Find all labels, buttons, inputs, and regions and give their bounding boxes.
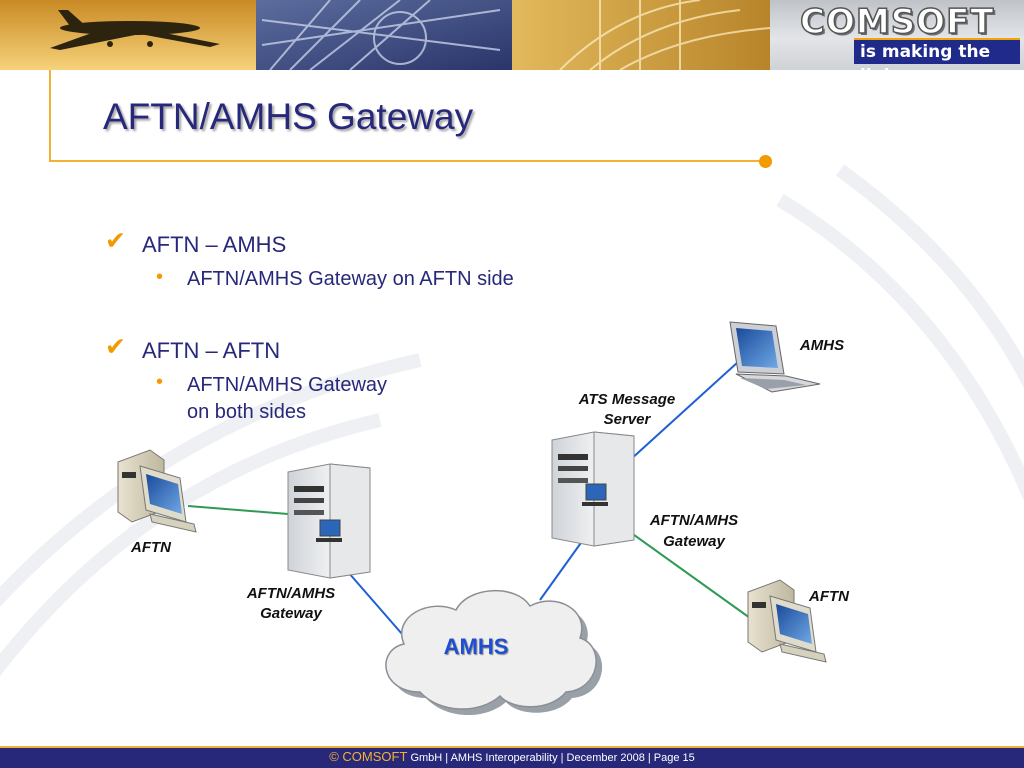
checkmark-icon: ✔ — [105, 227, 126, 255]
brand-tagline: is making the link — [854, 40, 1020, 70]
gateway-cabinet-right-icon — [551, 431, 635, 547]
tower-icon — [559, 0, 770, 70]
link-aftn-left-gateway — [187, 505, 289, 515]
link-cloud-gateway-right — [539, 539, 584, 601]
label-ats-server-line2: Server — [603, 411, 651, 428]
brand-logo: COMSOFT is making the link — [770, 0, 1024, 70]
title-rule-dot — [759, 155, 772, 168]
airplane-icon — [50, 10, 220, 50]
workstation-left-icon — [117, 449, 197, 533]
label-gateway-left-line2: Gateway — [260, 605, 322, 622]
label-aftn-right: AFTN — [809, 588, 849, 605]
checkmark-icon: ✔ — [105, 333, 126, 361]
label-gateway-right-line2: Gateway — [663, 533, 725, 550]
link-gateway-aftn-right — [629, 531, 751, 619]
label-ats-server-line1: ATS Message — [578, 391, 676, 408]
brand-name: COMSOFT — [799, 1, 995, 43]
link-gateway-left-cloud — [347, 571, 403, 635]
background-decoration — [0, 164, 1024, 677]
label-gateway-right-line1: AFTN/AMHS — [649, 512, 739, 529]
gateway-cabinet-left-icon — [287, 463, 371, 579]
label-amhs-cloud: AMHS — [443, 634, 509, 659]
bullet-sub-2a: AFTN/AMHS Gateway — [187, 374, 388, 396]
link-server-laptop — [629, 361, 739, 461]
amhs-cloud-icon — [385, 589, 603, 716]
footer-copyright: © COMSOFT — [329, 749, 408, 764]
label-gateway-left-line1: AFTN/AMHS — [246, 585, 336, 602]
bullet-heading-1: AFTN – AMHS — [142, 232, 287, 257]
footer-bar — [0, 746, 1024, 768]
footer-text: © COMSOFT GmbH | AMHS Interoperability |… — [0, 748, 1024, 767]
title-vertical-rule — [49, 70, 51, 162]
bullet-dot-icon: • — [156, 371, 164, 393]
workstation-right-icon — [747, 579, 827, 663]
radar-antenna-icon — [261, 0, 501, 70]
bullet-sub-1: AFTN/AMHS Gateway on AFTN side — [187, 268, 514, 290]
label-aftn-left: AFTN — [131, 539, 171, 556]
page-title: AFTN/AMHS Gateway — [103, 96, 474, 137]
footer-details: GmbH | AMHS Interoperability | December … — [410, 752, 695, 764]
banner-photos — [0, 0, 770, 70]
label-amhs-laptop: AMHS — [799, 337, 845, 354]
title-horizontal-rule — [49, 160, 765, 162]
bullet-heading-2: AFTN – AFTN — [142, 338, 281, 363]
network-diagram — [117, 321, 827, 716]
bullet-sub-2b: on both sides — [187, 401, 306, 423]
bullet-dot-icon: • — [156, 266, 164, 288]
header-banner: COMSOFT is making the link — [0, 0, 1024, 70]
laptop-icon — [729, 321, 821, 393]
